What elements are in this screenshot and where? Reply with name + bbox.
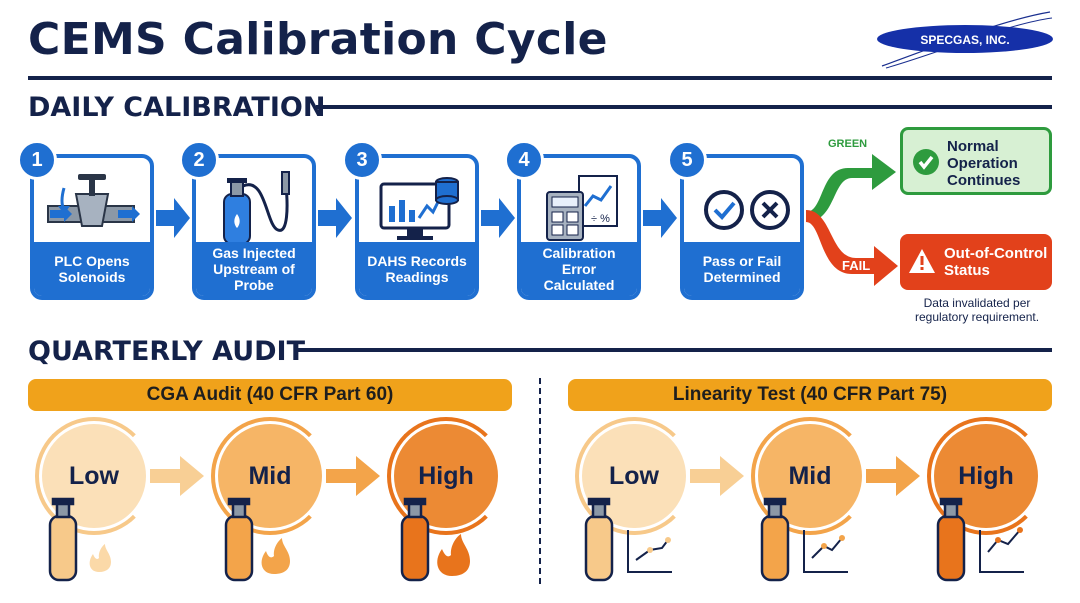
line-chart-icon — [979, 527, 1024, 573]
page-title: CEMS Calibration Cycle — [28, 14, 608, 65]
normal-operation-text: Normal Operation Continues — [947, 138, 1021, 189]
daily-rule — [316, 105, 1052, 109]
gas-cylinder-icon — [400, 497, 430, 582]
step-card-4: ÷ % Calibration Error Calculated — [517, 154, 641, 300]
step-number-2: 2 — [179, 140, 219, 180]
calculator-report-icon: ÷ % — [521, 166, 637, 246]
gas-cylinder-icon — [760, 497, 790, 582]
line-chart-icon — [627, 530, 672, 573]
normal-operation-box: Normal Operation Continues — [900, 127, 1052, 195]
arrow-icon — [690, 456, 744, 496]
step-number-3: 3 — [342, 140, 382, 180]
out-of-control-box: Out-of-Control Status — [900, 234, 1052, 290]
step-card-1: PLC Opens Solenoids — [30, 154, 154, 300]
arrow-icon — [481, 198, 515, 238]
flame-icon — [89, 544, 111, 572]
arrow-icon — [318, 198, 352, 238]
check-cross-icon — [684, 166, 800, 246]
arrow-icon — [643, 198, 677, 238]
svg-text:÷ %: ÷ % — [591, 213, 610, 225]
step-number-1: 1 — [17, 140, 57, 180]
step-card-3: DAHS Records Readings — [355, 154, 479, 300]
arrow-icon — [326, 456, 380, 496]
fail-arrow-icon — [806, 210, 898, 286]
invalidated-note: Data invalidated per regulatory requirem… — [914, 296, 1040, 324]
quarterly-heading: QUARTERLY AUDIT — [28, 336, 305, 367]
logo-text: SPECGAS, INC. — [920, 33, 1009, 47]
low-ring — [35, 417, 153, 535]
step-card-5: Pass or Fail Determined — [680, 154, 804, 300]
checkmark-icon — [913, 149, 939, 175]
pass-tag: GREEN — [828, 138, 868, 150]
arrow-icon — [156, 198, 190, 238]
gas-cylinder-icon — [584, 497, 614, 582]
cga-audit-bar: CGA Audit (40 CFR Part 60) — [28, 379, 512, 411]
mid-ring — [751, 417, 869, 535]
quarterly-rule — [298, 348, 1052, 352]
cga-high-circle: High — [394, 424, 498, 528]
line-chart-icon — [803, 530, 848, 573]
specgas-logo: SPECGAS, INC. — [872, 8, 1054, 70]
high-ring — [927, 417, 1045, 535]
warning-icon — [908, 248, 936, 274]
step-number-4: 4 — [504, 140, 544, 180]
gas-cylinder-probe-icon — [196, 166, 312, 246]
monitor-database-icon — [359, 166, 475, 246]
mid-ring — [211, 417, 329, 535]
gas-cylinder-icon — [936, 497, 966, 582]
pass-arrow-icon — [806, 154, 896, 222]
step-label-3: DAHS Records Readings — [359, 242, 475, 296]
title-rule — [28, 76, 1052, 80]
arrow-icon — [150, 456, 204, 496]
valve-icon — [34, 166, 150, 246]
step-label-1: PLC Opens Solenoids — [34, 242, 150, 296]
step-label-5: Pass or Fail Determined — [684, 242, 800, 296]
out-of-control-text: Out-of-Control Status — [944, 245, 1048, 279]
section-divider — [539, 378, 541, 584]
pass-label: PASS — [836, 155, 871, 170]
step-number-5: 5 — [667, 140, 707, 180]
gas-cylinder-icon — [224, 497, 254, 582]
step-card-2: Gas Injected Upstream of Probe — [192, 154, 316, 300]
step-label-4: Calibration Error Calculated — [521, 242, 637, 296]
gas-cylinder-icon — [48, 497, 78, 582]
flame-icon — [437, 534, 470, 576]
flame-icon — [261, 538, 290, 574]
low-ring — [575, 417, 693, 535]
fail-label: FAIL — [842, 258, 871, 273]
arrow-icon — [866, 456, 920, 496]
linearity-test-bar: Linearity Test (40 CFR Part 75) — [568, 379, 1052, 411]
daily-heading: DAILY CALIBRATION — [28, 92, 326, 123]
step-label-2: Gas Injected Upstream of Probe — [196, 242, 312, 296]
high-ring — [387, 417, 505, 535]
